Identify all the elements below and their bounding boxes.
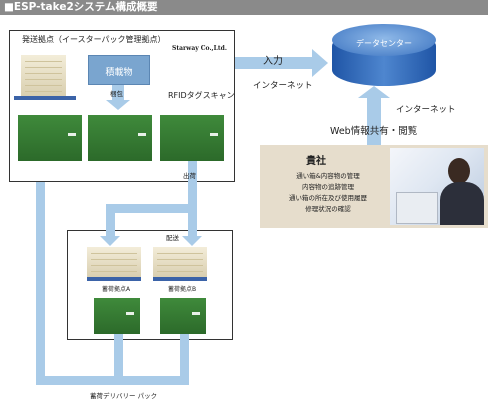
container-box-3 (160, 115, 224, 161)
return-pipe-vertical (36, 175, 45, 385)
rfid-label: RFIDタグスキャン (168, 91, 235, 100)
shipping-pipe-down (188, 161, 197, 211)
company-item: 修理状況の確認 (305, 205, 351, 213)
shipping-pipe-horizontal (106, 204, 197, 213)
input-arrow-head (312, 49, 328, 77)
container-box-2 (88, 115, 152, 161)
operator-head (448, 158, 470, 184)
input-label: 入力 (263, 56, 283, 67)
monitor-shape (396, 192, 438, 224)
operator-photo (390, 148, 484, 225)
delivery-pipe-b (188, 204, 197, 239)
packing-label: 梱包 (110, 90, 123, 98)
storage-warehouse-b (153, 247, 207, 281)
internet-label-left: インターネット (253, 81, 313, 91)
base-a-label: 蓄荷拠点A (102, 286, 131, 293)
data-center-label: データセンター (356, 39, 412, 48)
data-center-cylinder-top (332, 24, 436, 56)
web-label: Web情報共有・閲覧 (330, 126, 418, 137)
storage-warehouse-a (87, 247, 141, 281)
delivery-arrow-b (182, 236, 202, 246)
company-name: Starway Co.,Ltd. (172, 45, 227, 52)
diagram-title: ■ESP-take2システム構成概要 (0, 0, 488, 15)
delivery-pipe-a (106, 204, 115, 239)
delivery-arrow-a (100, 236, 120, 246)
web-arrow-shaft (367, 96, 381, 148)
company-title: 貴社 (306, 156, 326, 167)
return-pipe-a (114, 334, 123, 385)
return-label: 蓄荷デリバリー パック (90, 392, 158, 400)
operator-body (440, 182, 484, 225)
warehouse-base-line (14, 96, 76, 100)
container-box-1 (18, 115, 82, 161)
company-item: 通い箱&内容物の管理 (296, 172, 360, 180)
company-item: 通い箱の所在及び使用履歴 (289, 194, 367, 202)
company-item: 内容物の追跡管理 (302, 183, 354, 191)
web-arrow-head (358, 86, 390, 98)
return-pipe-b (180, 334, 189, 385)
delivery-container-a (94, 298, 140, 334)
delivery-label: 配送 (166, 234, 179, 242)
cargo-label: 積載物 (105, 68, 133, 78)
return-pipe-horizontal (36, 376, 124, 385)
packing-arrow-head (106, 100, 130, 110)
packing-arrow-shaft (112, 85, 124, 101)
warehouse-icon (21, 55, 66, 100)
delivery-container-b (160, 298, 206, 334)
base-b-label: 蓄荷拠点B (168, 286, 197, 293)
return-pipe-bottom (114, 376, 189, 385)
shipping-base-label: 発送拠点（イースターパック管理拠点） (22, 35, 166, 44)
cargo-box (88, 55, 150, 85)
input-arrow-shaft (235, 57, 315, 69)
company-item-list: 通い箱&内容物の管理 内容物の追跡管理 通い箱の所在及び使用履歴 修理状況の確認 (268, 171, 388, 215)
internet-label-right: インターネット (396, 105, 456, 115)
shipping-label: 出荷 (183, 172, 196, 180)
